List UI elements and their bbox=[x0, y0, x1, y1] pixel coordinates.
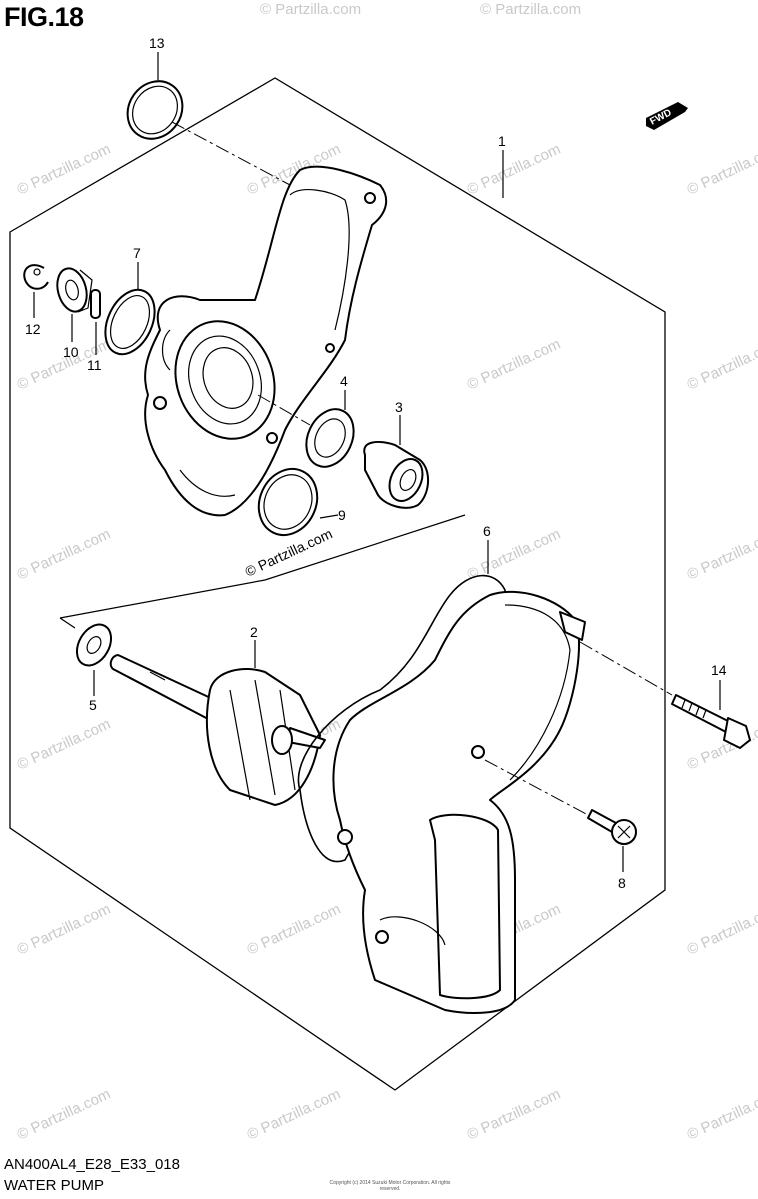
callout-3: 3 bbox=[395, 399, 403, 415]
assembly-outline-box bbox=[9, 77, 666, 1091]
part-10-retainer bbox=[56, 267, 93, 313]
watermark: © Partzilla.com bbox=[15, 1086, 114, 1144]
watermark: © Partzilla.com bbox=[15, 716, 114, 774]
watermark: © Partzilla.com bbox=[15, 141, 114, 199]
part-9-o-ring bbox=[257, 467, 319, 537]
part-11-pin bbox=[90, 289, 101, 319]
watermark: © Partzilla.com bbox=[685, 901, 758, 959]
copyright-notice: Copyright (c) 2014 Suzuki Motor Corporat… bbox=[329, 1180, 451, 1192]
figure-title: FIG.18 bbox=[4, 2, 84, 32]
callout-9: 9 bbox=[338, 507, 346, 523]
callout-14: 14 bbox=[711, 662, 727, 678]
centerline-housing-to-seal bbox=[257, 394, 311, 426]
callout-10: 10 bbox=[63, 344, 79, 360]
fwd-direction-badge: FWD bbox=[646, 102, 688, 130]
centerline-8 bbox=[484, 759, 589, 816]
watermark: © Partzilla.com bbox=[245, 1086, 344, 1144]
part-8-bolt bbox=[587, 809, 637, 845]
part-14-bolt bbox=[671, 694, 751, 749]
diagram-code: AN400AL4_E28_E33_018 bbox=[4, 1156, 180, 1173]
callout-5: 5 bbox=[89, 697, 97, 713]
part-13-o-ring bbox=[126, 80, 184, 140]
part-1-pump-case bbox=[144, 165, 388, 517]
callout-6: 6 bbox=[483, 523, 491, 539]
callout-13: 13 bbox=[149, 35, 165, 51]
part-5-washer bbox=[75, 623, 113, 667]
part-2-impeller-shaft bbox=[109, 654, 326, 806]
centerline-13-to-housing bbox=[171, 121, 291, 186]
watermark: © Partzilla.com bbox=[465, 1086, 564, 1144]
watermark: © Partzilla.com bbox=[685, 526, 758, 584]
callout-8: 8 bbox=[618, 875, 626, 891]
watermark: © Partzilla.com bbox=[465, 336, 564, 394]
leader-9 bbox=[319, 514, 339, 519]
callout-12: 12 bbox=[25, 321, 41, 337]
part-7-o-ring bbox=[104, 288, 156, 356]
part-pump-cover bbox=[332, 590, 586, 1014]
watermark: © Partzilla.com bbox=[685, 1086, 758, 1144]
watermark: © Partzilla.com bbox=[685, 141, 758, 199]
diagram-name: WATER PUMP bbox=[4, 1177, 104, 1194]
watermark: © Partzilla.com bbox=[480, 1, 581, 18]
part-12-circlip bbox=[23, 264, 49, 290]
watermark: © Partzilla.com bbox=[465, 526, 564, 584]
callout-1: 1 bbox=[498, 133, 506, 149]
group-divider-line bbox=[59, 514, 466, 629]
watermark: © Partzilla.com bbox=[245, 901, 344, 959]
centerline-14 bbox=[579, 641, 673, 696]
part-3-mechanical-seal bbox=[363, 441, 429, 509]
watermark: © Partzilla.com bbox=[260, 1, 361, 18]
callout-2: 2 bbox=[250, 624, 258, 640]
part-4-oil-seal bbox=[305, 408, 355, 468]
callout-4: 4 bbox=[340, 373, 348, 389]
watermark: © Partzilla.com bbox=[15, 901, 114, 959]
watermark: © Partzilla.com bbox=[465, 141, 564, 199]
callout-11: 11 bbox=[87, 357, 102, 373]
watermark: © Partzilla.com bbox=[685, 336, 758, 394]
watermark: © Partzilla.com bbox=[15, 526, 114, 584]
callout-7: 7 bbox=[133, 245, 141, 261]
